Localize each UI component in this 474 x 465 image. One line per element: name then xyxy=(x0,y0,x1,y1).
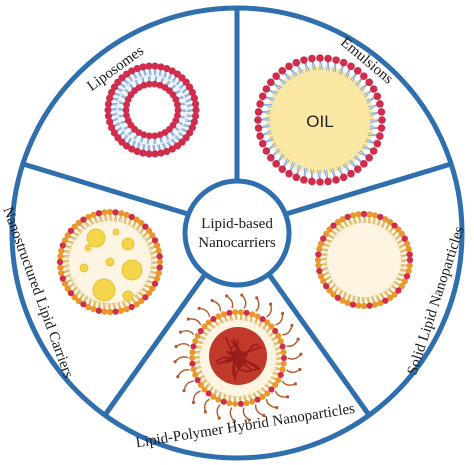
center-hub xyxy=(182,178,292,288)
nlc-droplet xyxy=(92,278,116,302)
spoke-bottom-left xyxy=(102,270,209,418)
liposome-outer-leaflet xyxy=(104,62,200,158)
sln-red-heads xyxy=(315,210,414,309)
liposome-inner-leaflet xyxy=(117,75,187,145)
lphn-red-heads xyxy=(189,309,287,407)
nlc-droplet xyxy=(86,228,106,248)
spoke-right xyxy=(283,161,454,217)
center-title-line2: Nanocarriers xyxy=(198,235,276,251)
emulsion-monolayer xyxy=(254,54,386,186)
nlc-droplet xyxy=(122,290,134,302)
nlc-droplet xyxy=(121,237,135,251)
nlc-droplet xyxy=(84,244,92,252)
lphn-illustration xyxy=(173,293,303,423)
nlc-droplet xyxy=(112,228,120,236)
lphn-polymer-core xyxy=(215,336,262,381)
spokes xyxy=(20,5,454,418)
nlc-droplet xyxy=(79,263,89,273)
spoke-bottom-right xyxy=(265,270,372,418)
emulsion-illustration xyxy=(254,54,386,186)
emulsion-oil-label: OIL xyxy=(306,112,333,131)
sln-illustration xyxy=(314,210,414,310)
nlc-droplet xyxy=(121,259,143,281)
nlc-illustration xyxy=(56,208,164,316)
nlc-red-heads xyxy=(56,209,163,315)
spoke-left xyxy=(20,161,191,217)
nlc-droplet xyxy=(105,257,115,267)
lphn-peg-tails xyxy=(173,293,303,423)
center-title-line1: Lipid-based xyxy=(201,216,273,232)
liposome-illustration xyxy=(104,62,200,158)
